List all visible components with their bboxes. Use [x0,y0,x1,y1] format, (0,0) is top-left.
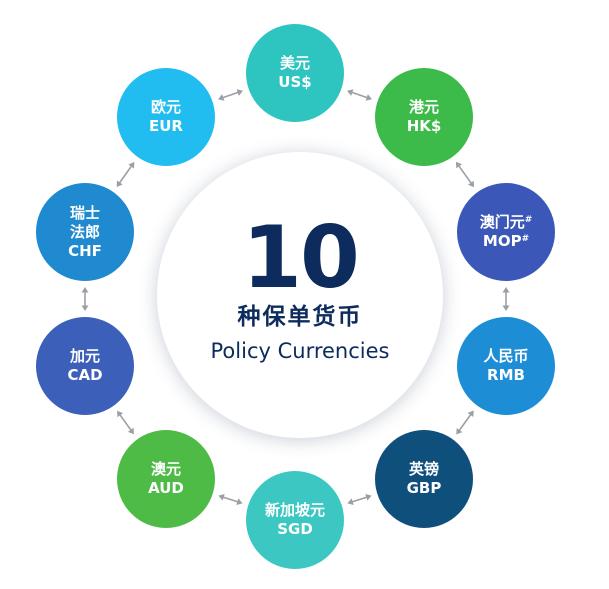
arrow-mop-rmb [502,287,510,311]
node-rmb-code: RMB [487,366,525,384]
node-cad: 加元 CAD [36,317,134,415]
arrow-aud-cad [117,410,134,435]
node-chf: 瑞士法郎 CHF [36,183,134,281]
node-mop-code: MOP# [482,232,530,250]
arrow-chf-eur [116,161,135,188]
node-aud-code: AUD [148,479,184,497]
node-usd: 美元 US$ [246,24,344,122]
node-mop: 澳门元# MOP# [457,183,555,281]
node-rmb-cn: 人民币 [483,347,529,365]
node-eur: 欧元 EUR [117,68,215,166]
node-hkd-cn: 港元 [408,98,439,116]
arrow-gbp-sgd [347,493,372,506]
node-hkd-code: HK$ [406,117,442,135]
arrow-eur-usd [218,89,243,101]
center-number: 10 [242,208,360,308]
center-circle [157,152,443,438]
center-title-en: Policy Currencies [210,339,390,363]
node-eur-cn: 欧元 [150,98,181,116]
node-aud: 澳元 AUD [117,430,215,528]
node-usd-code: US$ [278,73,312,91]
center-title-cn: 种保单货币 [237,304,363,330]
arrow-rmb-gbp [456,410,474,435]
node-cad-cn: 加元 [69,347,100,365]
arrow-cad-chf [81,287,89,311]
node-hkd: 港元 HK$ [375,68,473,166]
node-sgd: 新加坡元 SGD [246,471,344,569]
node-gbp: 英镑 GBP [375,430,473,528]
node-rmb: 人民币 RMB [457,317,555,415]
node-aud-cn: 澳元 [150,460,181,478]
node-usd-cn: 美元 [279,54,310,72]
node-cad-code: CAD [67,366,103,384]
node-chf-code: CHF [68,241,102,260]
node-chf-cn: 瑞士法郎 [69,203,100,241]
arrow-sgd-aud [218,493,243,506]
node-gbp-cn: 英镑 [408,460,439,478]
arrow-usd-hkd [347,89,372,101]
node-mop-cn: 澳门元# [479,213,533,231]
node-sgd-cn: 新加坡元 [264,501,325,519]
arrow-hkd-mop [455,161,475,188]
node-eur-code: EUR [149,117,183,135]
node-gbp-code: GBP [406,479,442,497]
node-sgd-code: SGD [277,520,313,538]
